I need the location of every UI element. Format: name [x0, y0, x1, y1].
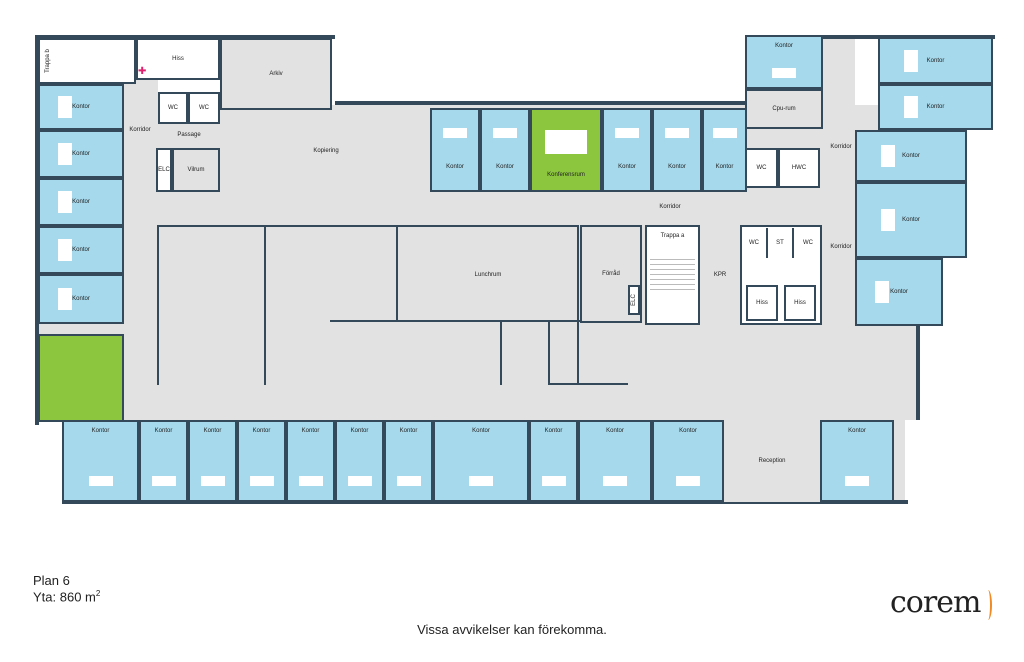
- room-kontor: Kontor: [38, 178, 124, 226]
- you-are-here-icon: ✚: [138, 66, 147, 77]
- room-wc: WC: [158, 92, 188, 124]
- room-wc: WC: [745, 148, 778, 188]
- room-kontor: Kontor: [335, 420, 384, 502]
- room-wc: WC: [803, 240, 813, 246]
- room-kontor: Kontor: [878, 84, 993, 130]
- logo-swoosh-icon: [984, 590, 992, 620]
- wall: [396, 225, 398, 321]
- room-kontor: Kontor: [529, 420, 578, 502]
- label-korridor: Korridor: [830, 144, 852, 150]
- room-hwc: HWC: [778, 148, 820, 188]
- room-kontor: Kontor: [702, 108, 747, 192]
- room-kontor: Kontor: [602, 108, 652, 192]
- wall: [35, 35, 39, 425]
- wall: [35, 35, 335, 39]
- floor-plan: Trappa b Hiss ✚ Arkiv WC WC Passage Korr…: [0, 0, 1024, 540]
- room-cpu-rum: Cpu-rum: [745, 89, 823, 129]
- wall: [548, 383, 628, 385]
- room-reception: Reception: [724, 420, 820, 502]
- room-hiss: Hiss: [136, 38, 220, 80]
- room-kontor: Kontor: [430, 108, 480, 192]
- room-kontor: Kontor: [878, 37, 993, 84]
- room-kontor: Kontor: [384, 420, 433, 502]
- room-kontor: Kontor: [38, 226, 124, 274]
- conference-table: [545, 130, 587, 154]
- green-area: [38, 334, 124, 422]
- room-passage: Passage: [158, 124, 220, 146]
- room-kontor: Kontor: [139, 420, 188, 502]
- room-kontor: Kontor: [38, 84, 124, 130]
- stairs-icon: [650, 255, 695, 293]
- room-kontor: Kontor: [38, 130, 124, 178]
- room-kopiering: Kopiering: [222, 112, 430, 190]
- room-lunchrum: Lunchrum: [474, 272, 502, 278]
- label-korridor: Korridor: [659, 204, 681, 210]
- wall: [745, 35, 995, 39]
- wall: [330, 320, 580, 322]
- room-kontor: Kontor: [62, 420, 139, 502]
- label-korridor: Korridor: [830, 244, 852, 250]
- room-st: ST: [766, 228, 794, 258]
- room-wc: WC: [188, 92, 220, 124]
- corridor-right-top: [820, 35, 855, 135]
- wall: [264, 225, 266, 385]
- room-arkiv: Arkiv: [220, 38, 332, 110]
- label-korridor: Korridor: [129, 127, 151, 133]
- wall: [500, 320, 502, 385]
- room-vilrum: Vilrum: [172, 148, 220, 192]
- plan-name: Plan 6: [33, 573, 70, 588]
- room-hiss: Hiss: [784, 285, 816, 321]
- room-kontor: Kontor: [820, 420, 894, 502]
- label-kpr: KPR: [713, 272, 727, 278]
- room-kontor: Kontor: [188, 420, 237, 502]
- room-kontor: Kontor: [855, 182, 967, 258]
- room-kontor: Kontor: [578, 420, 652, 502]
- room-hiss: Hiss: [746, 285, 778, 321]
- room-wc: WC: [749, 240, 759, 246]
- room-kontor: Kontor: [237, 420, 286, 502]
- area-superscript: 2: [95, 589, 101, 598]
- corem-logo: corem: [890, 585, 981, 620]
- room-kontor: Kontor: [745, 35, 823, 89]
- wall: [335, 101, 745, 105]
- wall: [548, 320, 550, 385]
- room-kontor: Kontor: [480, 108, 530, 192]
- inner-block: [157, 225, 579, 385]
- area-label: Yta: 860 m2: [33, 589, 100, 604]
- wall: [62, 500, 908, 504]
- room-kontor: Kontor: [433, 420, 529, 502]
- wall: [916, 325, 920, 420]
- room-kontor: Kontor: [855, 258, 943, 326]
- room-elc: ELC: [628, 285, 640, 315]
- room-kontor: Kontor: [38, 274, 124, 324]
- disclaimer: Vissa avvikelser kan förekomma.: [417, 622, 607, 637]
- area-text: Yta: 860 m: [33, 589, 96, 605]
- room-kontor: Kontor: [652, 108, 702, 192]
- room-kontor: Kontor: [652, 420, 724, 502]
- room-kontor: Kontor: [286, 420, 335, 502]
- room-trappa-b: Trappa b: [38, 38, 136, 84]
- room-elc: ELC: [156, 148, 172, 192]
- room-kontor: Kontor: [855, 130, 967, 182]
